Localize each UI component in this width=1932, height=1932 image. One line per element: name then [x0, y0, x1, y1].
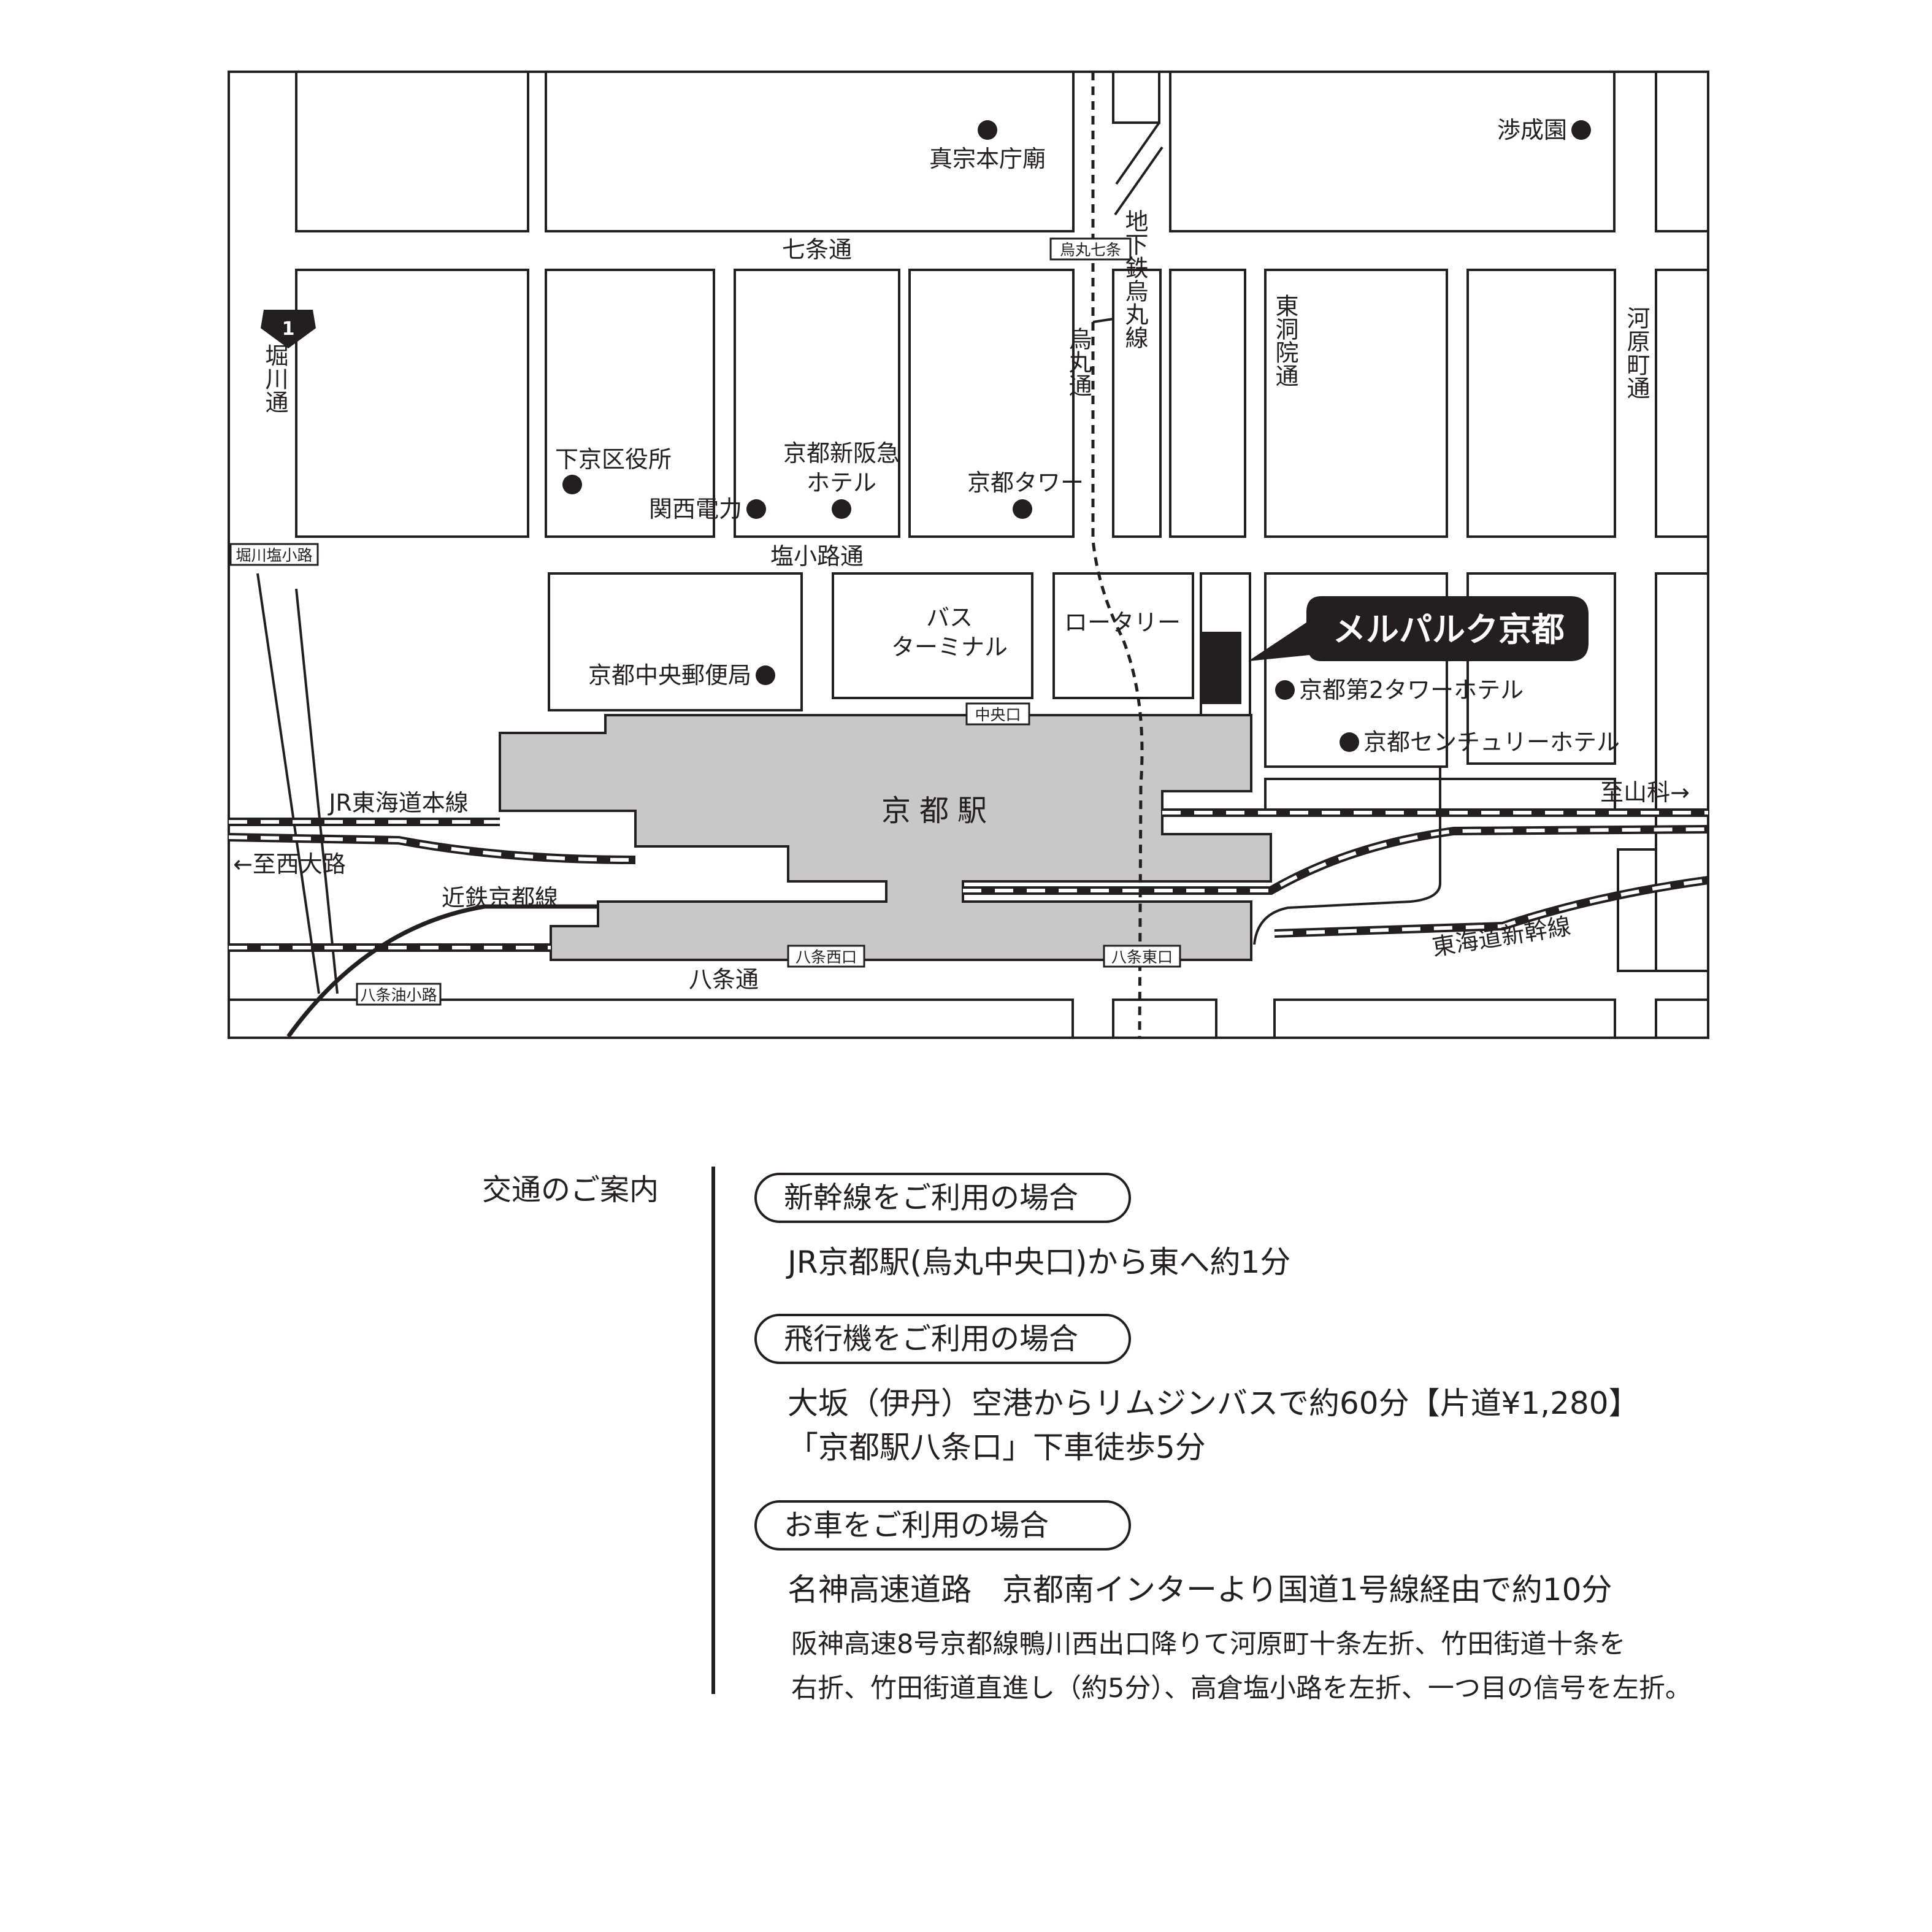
bus-terminal-line2: ターミナル — [891, 634, 1008, 661]
route-1-shield: 1 — [261, 310, 316, 348]
direction-to-nishioji: ←至西大路 — [233, 851, 346, 878]
section-car-note-1: 阪神高速8号京都線鴨川西出口降りて河原町十条左折、竹田街道十条を — [791, 1629, 1626, 1660]
street-higashinotoin: 東洞院通 — [1271, 294, 1298, 387]
landmark-kyoto-tower: 京都タワー — [967, 469, 1084, 496]
landmark-shinshu-honbyo: 真宗本庁廟 — [929, 145, 1046, 172]
tag-chuoguchi: 中央口 — [975, 706, 1021, 724]
landmark-hankyu-hotel-line1: 京都新阪急 — [783, 440, 900, 467]
station-connector-road — [1253, 767, 1441, 945]
landmark-kansai-electric: 関西電力 — [649, 496, 742, 523]
street-horikawa: 堀川通 — [261, 343, 288, 413]
subway-karasuma-line — [1091, 72, 1144, 1038]
landmark-tower-hotel-2: 京都第2タワーホテル — [1299, 677, 1524, 703]
tag-karasuma-shichijo: 烏丸七条 — [1060, 241, 1121, 259]
intersection-tags — [229, 237, 1181, 1006]
tag-hachijo-higashiguchi: 八条東口 — [1111, 948, 1173, 966]
rail-jr-tokaido-label: JR東海道本線 — [328, 789, 469, 816]
section-car-title: お車をご利用の場合 — [754, 1500, 1131, 1551]
section-airplane-line-1: 大坂（伊丹）空港からリムジンバスで約60分【片道¥1,280】 — [788, 1386, 1639, 1421]
kintetsu-line — [286, 904, 598, 1038]
tag-hachijo-aburanokoji: 八条油小路 — [360, 986, 437, 1004]
street-shiokoji: 塩小路通 — [770, 543, 864, 570]
landmark-century-hotel: 京都センチュリーホテル — [1363, 729, 1620, 756]
railway-lines — [228, 767, 1709, 1038]
route-1-number: 1 — [282, 318, 295, 340]
direction-to-yamashina: 至山科→ — [1600, 779, 1690, 806]
landmark-dots — [562, 120, 1591, 752]
street-kawaramachi: 河原町通 — [1623, 306, 1650, 399]
street-hachijo: 八条通 — [689, 966, 759, 993]
access-heading: 交通のご案内 — [482, 1173, 659, 1207]
landmark-shoseien: 渉成園 — [1497, 117, 1567, 144]
landmark-central-post-office: 京都中央郵便局 — [588, 662, 751, 689]
access-divider — [711, 1167, 715, 1694]
kyoto-station-building — [499, 714, 1272, 961]
diagonal-roads — [256, 72, 1163, 994]
rotary-label: ロータリー — [1064, 609, 1181, 636]
destination-callout — [1248, 596, 1589, 661]
section-airplane-title: 飛行機をご利用の場合 — [754, 1314, 1131, 1364]
section-shinkansen-line-1: JR京都駅(烏丸中央口)から東へ約1分 — [788, 1244, 1291, 1280]
landmark-hankyu-hotel-line2: ホテル — [807, 469, 876, 496]
tag-horikawa-shiokoji: 堀川塩小路 — [236, 546, 312, 564]
subway-branch — [1092, 318, 1114, 323]
bus-terminal-line1: バス — [926, 604, 973, 631]
street-shichijo: 七条通 — [782, 236, 852, 263]
destination-label: メルパルク京都 — [1333, 610, 1565, 649]
destination-building — [1201, 632, 1241, 704]
landmark-shimogyo-ward-office: 下京区役所 — [555, 446, 672, 473]
kyoto-station-label: 京都駅 — [881, 794, 995, 828]
street-karasuma: 烏丸通 — [1065, 327, 1092, 397]
city-blocks — [228, 71, 1709, 1039]
area-map: 1 七条通 塩小路通 八条通 堀川通 烏丸通 地下鉄烏丸線 東洞院通 河原町通 … — [228, 71, 1709, 1039]
section-shinkansen-title: 新幹線をご利用の場合 — [754, 1173, 1131, 1223]
tag-hachijo-nishiguchi: 八条西口 — [795, 948, 857, 966]
subway-karasuma-label: 地下鉄烏丸線 — [1121, 209, 1148, 349]
section-airplane-line-2: 「京都駅八条口」下車徒歩5分 — [788, 1430, 1206, 1465]
rail-kintetsu-label: 近鉄京都線 — [442, 884, 558, 911]
sagano-line — [228, 833, 636, 864]
section-car-line-1: 名神高速道路 京都南インターより国道1号線経由で約10分 — [788, 1572, 1612, 1608]
section-car-note-2: 右折、竹田街道直進し（約5分）、高倉塩小路を左折、一つ目の信号を左折。 — [791, 1673, 1692, 1704]
